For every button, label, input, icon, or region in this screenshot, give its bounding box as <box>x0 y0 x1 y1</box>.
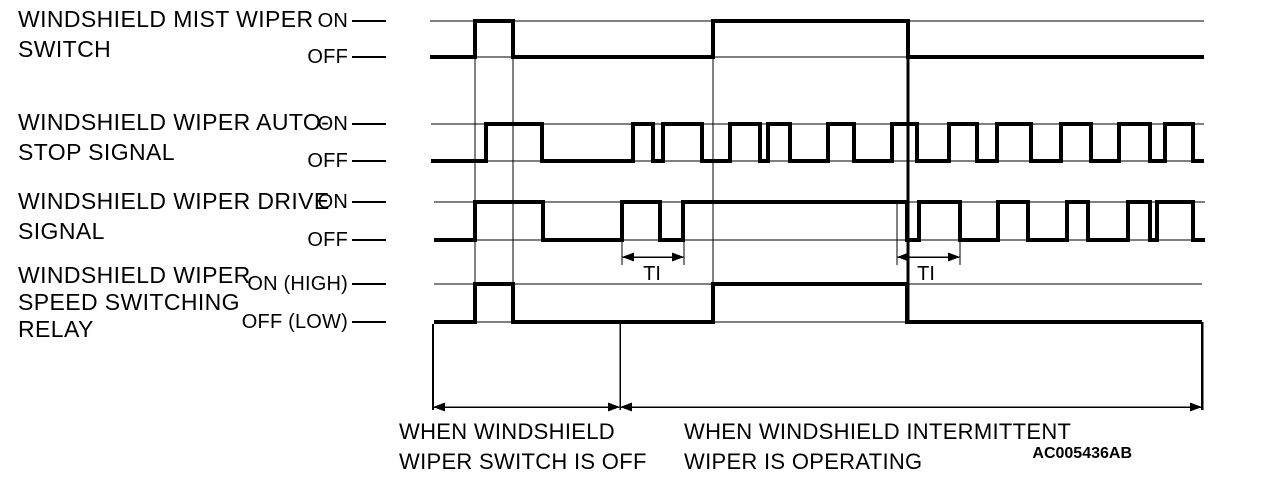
trace4-off-label: OFF (LOW) <box>241 311 348 333</box>
trace1-label-line1: WINDSHIELD MIST WIPER <box>18 6 314 32</box>
ti-marker-2 <box>896 203 961 265</box>
trace1-label-line2: SWITCH <box>18 36 112 62</box>
alignment-lines <box>474 21 910 322</box>
ti-interval-label-2: TI <box>917 263 935 285</box>
annotation-intermittent-operating: WHEN WINDSHIELD INTERMITTENT WIPER IS OP… <box>684 417 1071 477</box>
trace4-label-line3: RELAY <box>18 316 94 342</box>
trace-waveform-3 <box>352 200 1205 242</box>
trace1-label: WINDSHIELD MIST WIPER SWITCH <box>18 4 314 64</box>
annotation-wiper-switch-off-line2: WIPER SWITCH IS OFF <box>399 449 647 474</box>
trace3-label-line1: WINDSHIELD WIPER DRIVE <box>18 188 330 214</box>
figure-code: AC005436AB <box>1032 445 1132 462</box>
ti-marker-1 <box>621 203 685 265</box>
ti-interval-label-1: TI <box>643 263 661 285</box>
trace3-label-line2: SIGNAL <box>18 218 105 244</box>
trace4-label: WINDSHIELD WIPER SPEED SWITCHING RELAY <box>18 262 251 343</box>
trace3-label: WINDSHIELD WIPER DRIVE SIGNAL <box>18 186 330 246</box>
trace2-on-label: ON <box>317 113 348 135</box>
trace1-off-label: OFF <box>307 46 348 68</box>
trace4-label-line2: SPEED SWITCHING <box>18 289 240 315</box>
annotation-intermittent-operating-line2: WIPER IS OPERATING <box>684 449 923 474</box>
trace4-on-label: ON (HIGH) <box>247 273 348 295</box>
trace-waveform-1 <box>352 19 1204 59</box>
trace3-off-label: OFF <box>307 229 348 251</box>
trace2-label: WINDSHIELD WIPER AUTO- STOP SIGNAL <box>18 107 329 167</box>
trace4-label-line1: WINDSHIELD WIPER <box>18 262 251 288</box>
trace-waveform-2 <box>352 122 1204 163</box>
trace2-label-line2: STOP SIGNAL <box>18 139 175 165</box>
annotation-intermittent-operating-line1: WHEN WINDSHIELD INTERMITTENT <box>684 419 1072 444</box>
trace2-label-line1: WINDSHIELD WIPER AUTO- <box>18 109 330 135</box>
annotation-wiper-switch-off-line1: WHEN WINDSHIELD <box>399 419 615 444</box>
trace2-off-label: OFF <box>307 150 348 172</box>
trace-waveform-4 <box>352 282 1202 324</box>
trace3-on-label: ON <box>317 191 348 213</box>
range-brackets <box>432 322 1204 412</box>
trace1-on-label: ON <box>317 10 348 32</box>
annotation-wiper-switch-off: WHEN WINDSHIELD WIPER SWITCH IS OFF <box>399 417 647 477</box>
